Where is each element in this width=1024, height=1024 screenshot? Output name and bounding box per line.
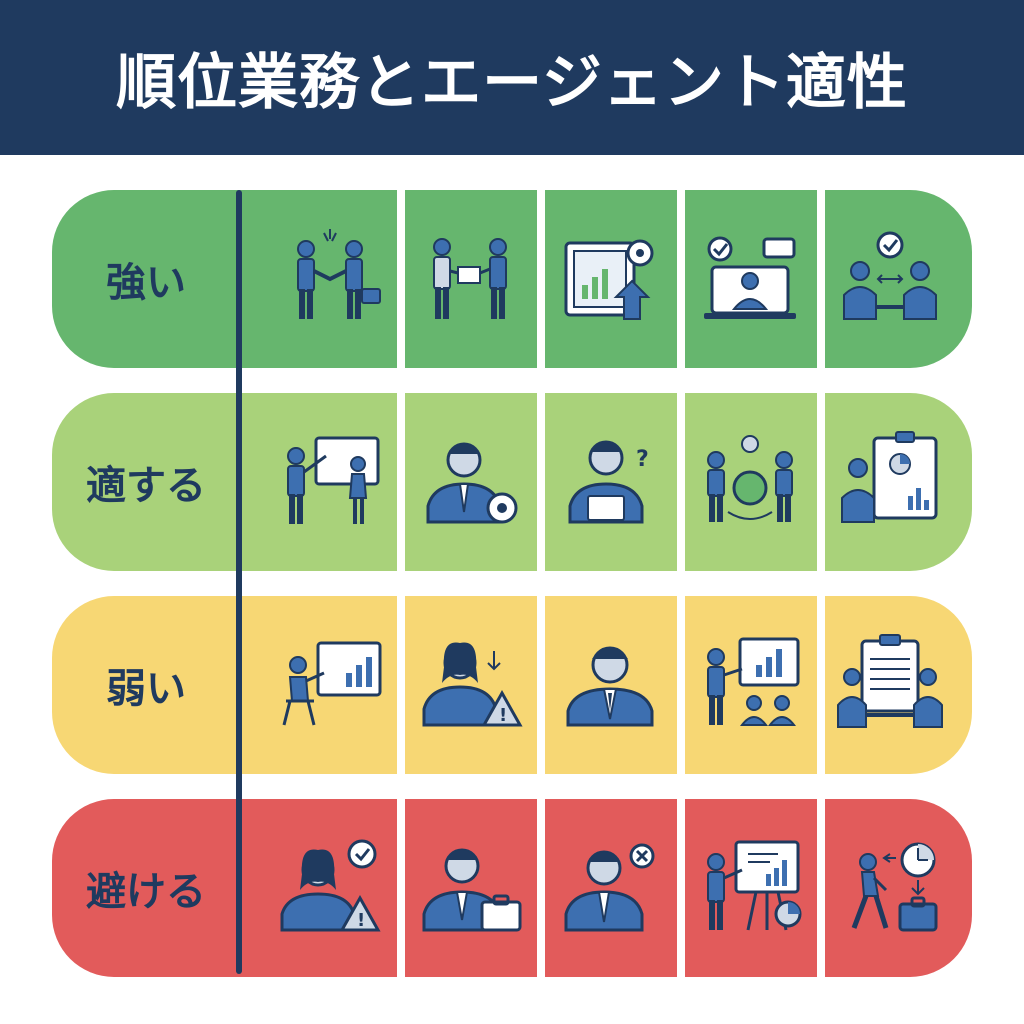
time-leave-icon — [825, 799, 955, 977]
businessman-icon — [545, 596, 675, 774]
easel-chart-icon — [685, 799, 815, 977]
row-avoid: 避ける ! — [52, 799, 972, 977]
video-meeting-approval-icon — [685, 190, 815, 368]
row-suitable: 適する ? — [52, 393, 972, 571]
seated-presentation-icon — [265, 596, 395, 774]
growth-report-gear-icon — [545, 190, 675, 368]
row-weak: 弱い ! — [52, 596, 972, 774]
row-label-suitable: 適する — [86, 463, 206, 509]
svg-text:!: ! — [357, 910, 365, 931]
row-label-weak: 弱い — [106, 666, 186, 712]
vertical-divider — [236, 190, 242, 974]
analysis-clipboard-icon — [825, 393, 955, 571]
whiteboard-presentation-icon — [265, 393, 395, 571]
contract-negotiation-icon — [825, 596, 955, 774]
rejected-person-icon — [545, 799, 675, 977]
decline-warning-icon: ! — [405, 596, 535, 774]
agreement-collaboration-icon — [825, 190, 955, 368]
row-strong: 強い — [52, 190, 972, 368]
professional-gear-icon — [405, 393, 535, 571]
row-label-strong: 強い — [106, 260, 186, 306]
row-label-avoid: 避ける — [86, 869, 206, 915]
handshake-celebration-icon — [265, 190, 395, 368]
svg-text:!: ! — [499, 705, 507, 726]
document-exchange-icon — [405, 190, 535, 368]
briefcase-person-icon — [405, 799, 535, 977]
global-team-icon — [685, 393, 815, 571]
team-presentation-icon — [685, 596, 815, 774]
page-title: 順位業務とエージェント適性 — [116, 48, 908, 118]
laptop-question-icon: ? — [545, 393, 675, 571]
svg-text:?: ? — [636, 447, 649, 472]
title-banner: 順位業務とエージェント適性 — [0, 0, 1024, 155]
approval-warning-icon: ! — [265, 799, 395, 977]
